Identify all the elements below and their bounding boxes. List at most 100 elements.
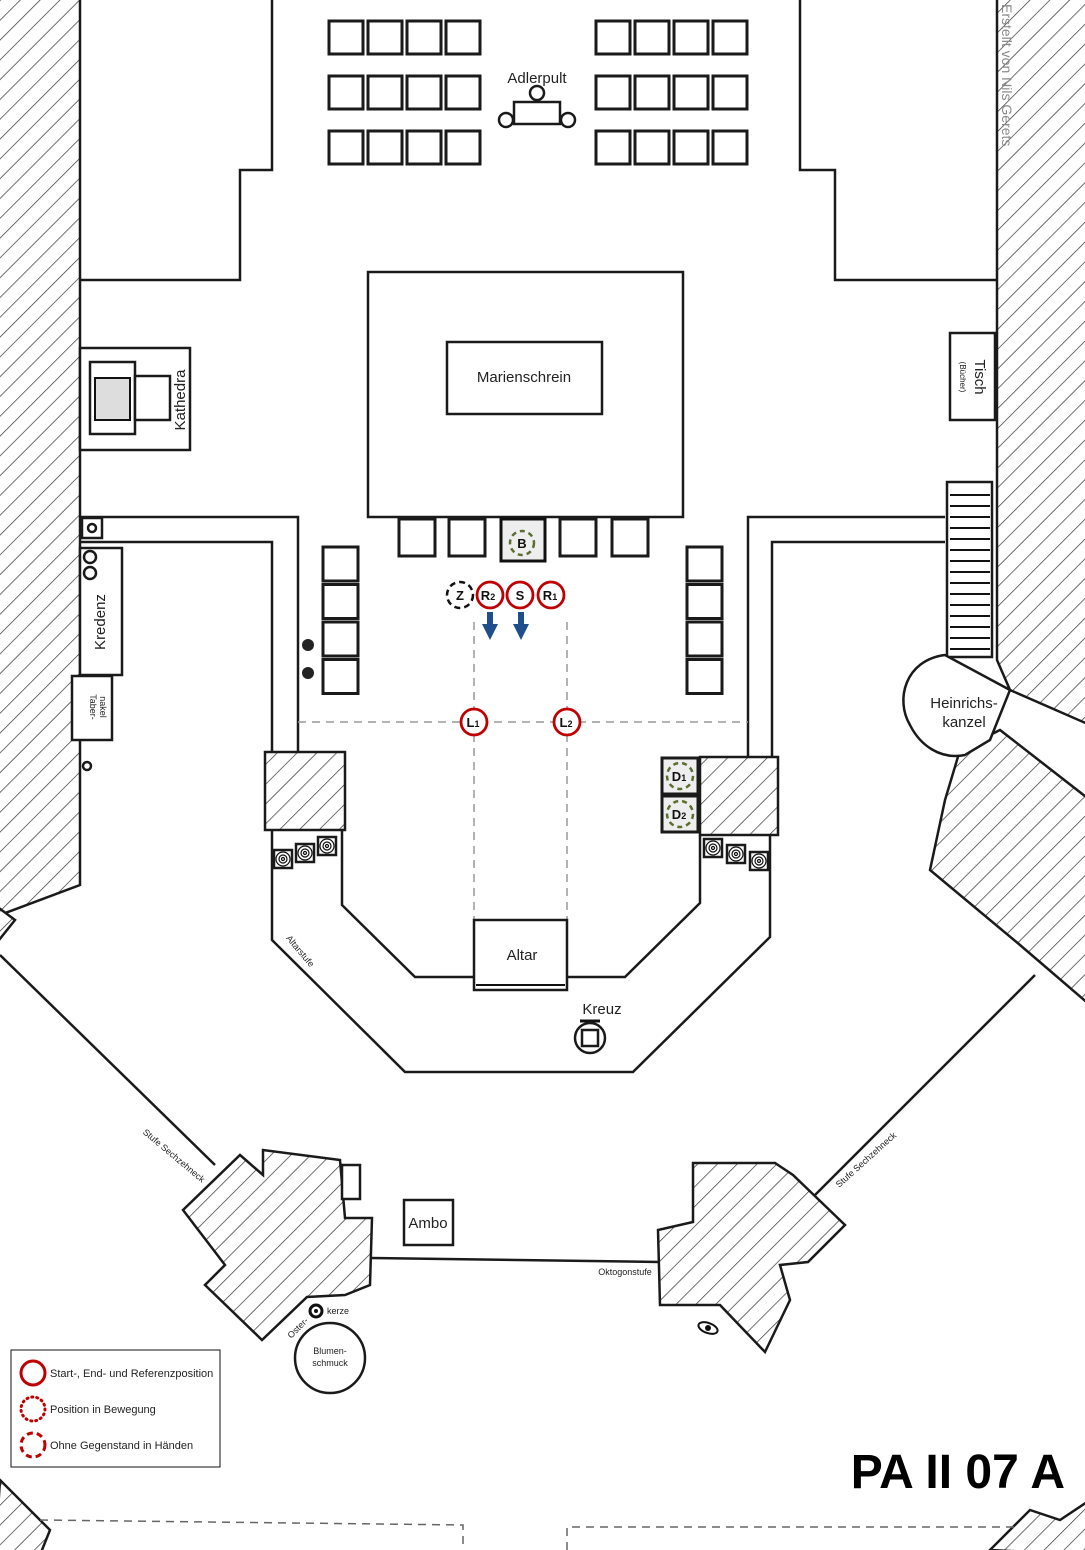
chair [672,74,710,111]
chair [633,19,671,56]
chair [672,19,710,56]
ambo-label: Ambo [408,1215,447,1232]
left-wall-lower [0,907,17,941]
chair [711,19,749,56]
pillar-left [263,750,347,832]
heinrichskanzel-label-1: Heinrichs- [930,695,998,712]
adlerpult: Adlerpult [497,70,577,129]
marker-d2: D2 [660,794,700,834]
kathedra: Kathedra [78,346,192,452]
chair [405,129,443,166]
marker-l1-label: L [467,715,475,730]
chair [321,545,360,583]
marker-b-label: B [517,536,526,551]
legend: Start-, End- und Referenzposition Positi… [10,1349,221,1468]
tabernakel-label-2: nakel [98,696,108,718]
marker-z: Z [445,580,475,610]
altar-step-outer [270,830,772,1074]
candle [294,842,316,864]
altar-label: Altar [507,947,538,964]
chair [444,129,482,166]
altar [472,918,569,992]
kreuz-label: Kreuz [582,1001,621,1018]
inner-wall-right [746,515,945,757]
candle [702,837,724,859]
marienschrein-label: Marienschrein [477,369,571,386]
blumenschmuck: Blumen- schmuck [293,1321,367,1395]
chair [685,545,724,583]
chair [594,74,632,111]
marker-d1-sub: 1 [681,773,686,783]
marker-s-label: S [516,588,525,603]
heinrichskanzel-label-2: kanzel [942,714,985,731]
tisch-sub-label: (Bücher) [958,362,967,393]
pillar-right [698,755,780,837]
stufe-right-label: Stufe Sechzehneck [834,1130,899,1190]
chair [327,19,365,56]
chair [321,658,360,695]
candles-right [702,837,770,872]
chair [711,129,749,166]
altarstufe-label: Altarstufe [284,933,316,969]
tisch: Tisch (Bücher) [948,331,997,422]
marker-r2: R2 [475,580,505,610]
top-right-wall [798,0,997,282]
adlerpult-label: Adlerpult [507,70,567,87]
chair [594,19,632,56]
marker-d2-label: D [672,807,681,822]
left-wall [0,0,82,917]
marker-l1-sub: 1 [474,719,479,729]
outer-step-left [0,954,216,1166]
bottom-area-right [566,1526,1020,1550]
svg-text:R2: R2 [481,588,495,603]
chair [444,74,482,111]
candle [316,835,338,857]
chair-grid-left [327,19,482,166]
kredenz-label: Kredenz [92,594,109,650]
chair [594,129,632,166]
chair [321,620,360,658]
marker-r1-label: R [543,588,553,603]
credit-text: Erstellt von Nils Gerets [999,4,1015,146]
candles-left [272,835,338,870]
arrow-down-icon [513,612,529,640]
plan-title: PA II 07 A [851,1446,1065,1499]
legend-dashed-circle-icon [19,1431,47,1459]
oktogonstufe-label: Oktogonstufe [598,1267,652,1277]
blumen-label-1: Blumen- [313,1346,347,1356]
marker-z-label: Z [456,588,464,603]
ambo [402,1198,455,1247]
chair [633,74,671,111]
chair-column-right [685,545,724,695]
marker-d2-sub: 2 [681,811,686,821]
tabernakel: Taber- nakel [70,674,114,772]
heinrichskanzel: Heinrichs- kanzel [902,653,1012,758]
bottom-area-left [39,1519,464,1550]
chair [685,583,724,620]
flower-decoration [302,639,314,679]
marker-r1: R1 [536,580,566,610]
chair-column-left [321,545,360,695]
svg-text:L1: L1 [467,715,480,730]
marker-b: B [508,529,536,557]
guide-lines [298,622,748,920]
right-wall-lower [928,728,1085,1003]
marienschrein [445,340,604,416]
marker-l2-sub: 2 [567,719,572,729]
candle [272,848,294,870]
marker-s: S [505,580,535,610]
chair [366,129,404,166]
marker-r1-sub: 1 [552,592,557,602]
svg-text:D2: D2 [672,807,686,822]
top-left-wall [80,0,274,282]
chair [327,129,365,166]
inner-wall-left [80,515,300,752]
pillar-bottom-left [181,1148,374,1342]
tisch-label: Tisch [971,359,988,394]
chair-grid-right [594,19,749,166]
legend-item-label: Ohne Gegenstand in Händen [50,1440,193,1452]
chair [685,658,724,695]
chair [321,583,360,620]
bottom-left-wall [0,1478,52,1550]
pillar-bottom-right [656,1161,847,1355]
